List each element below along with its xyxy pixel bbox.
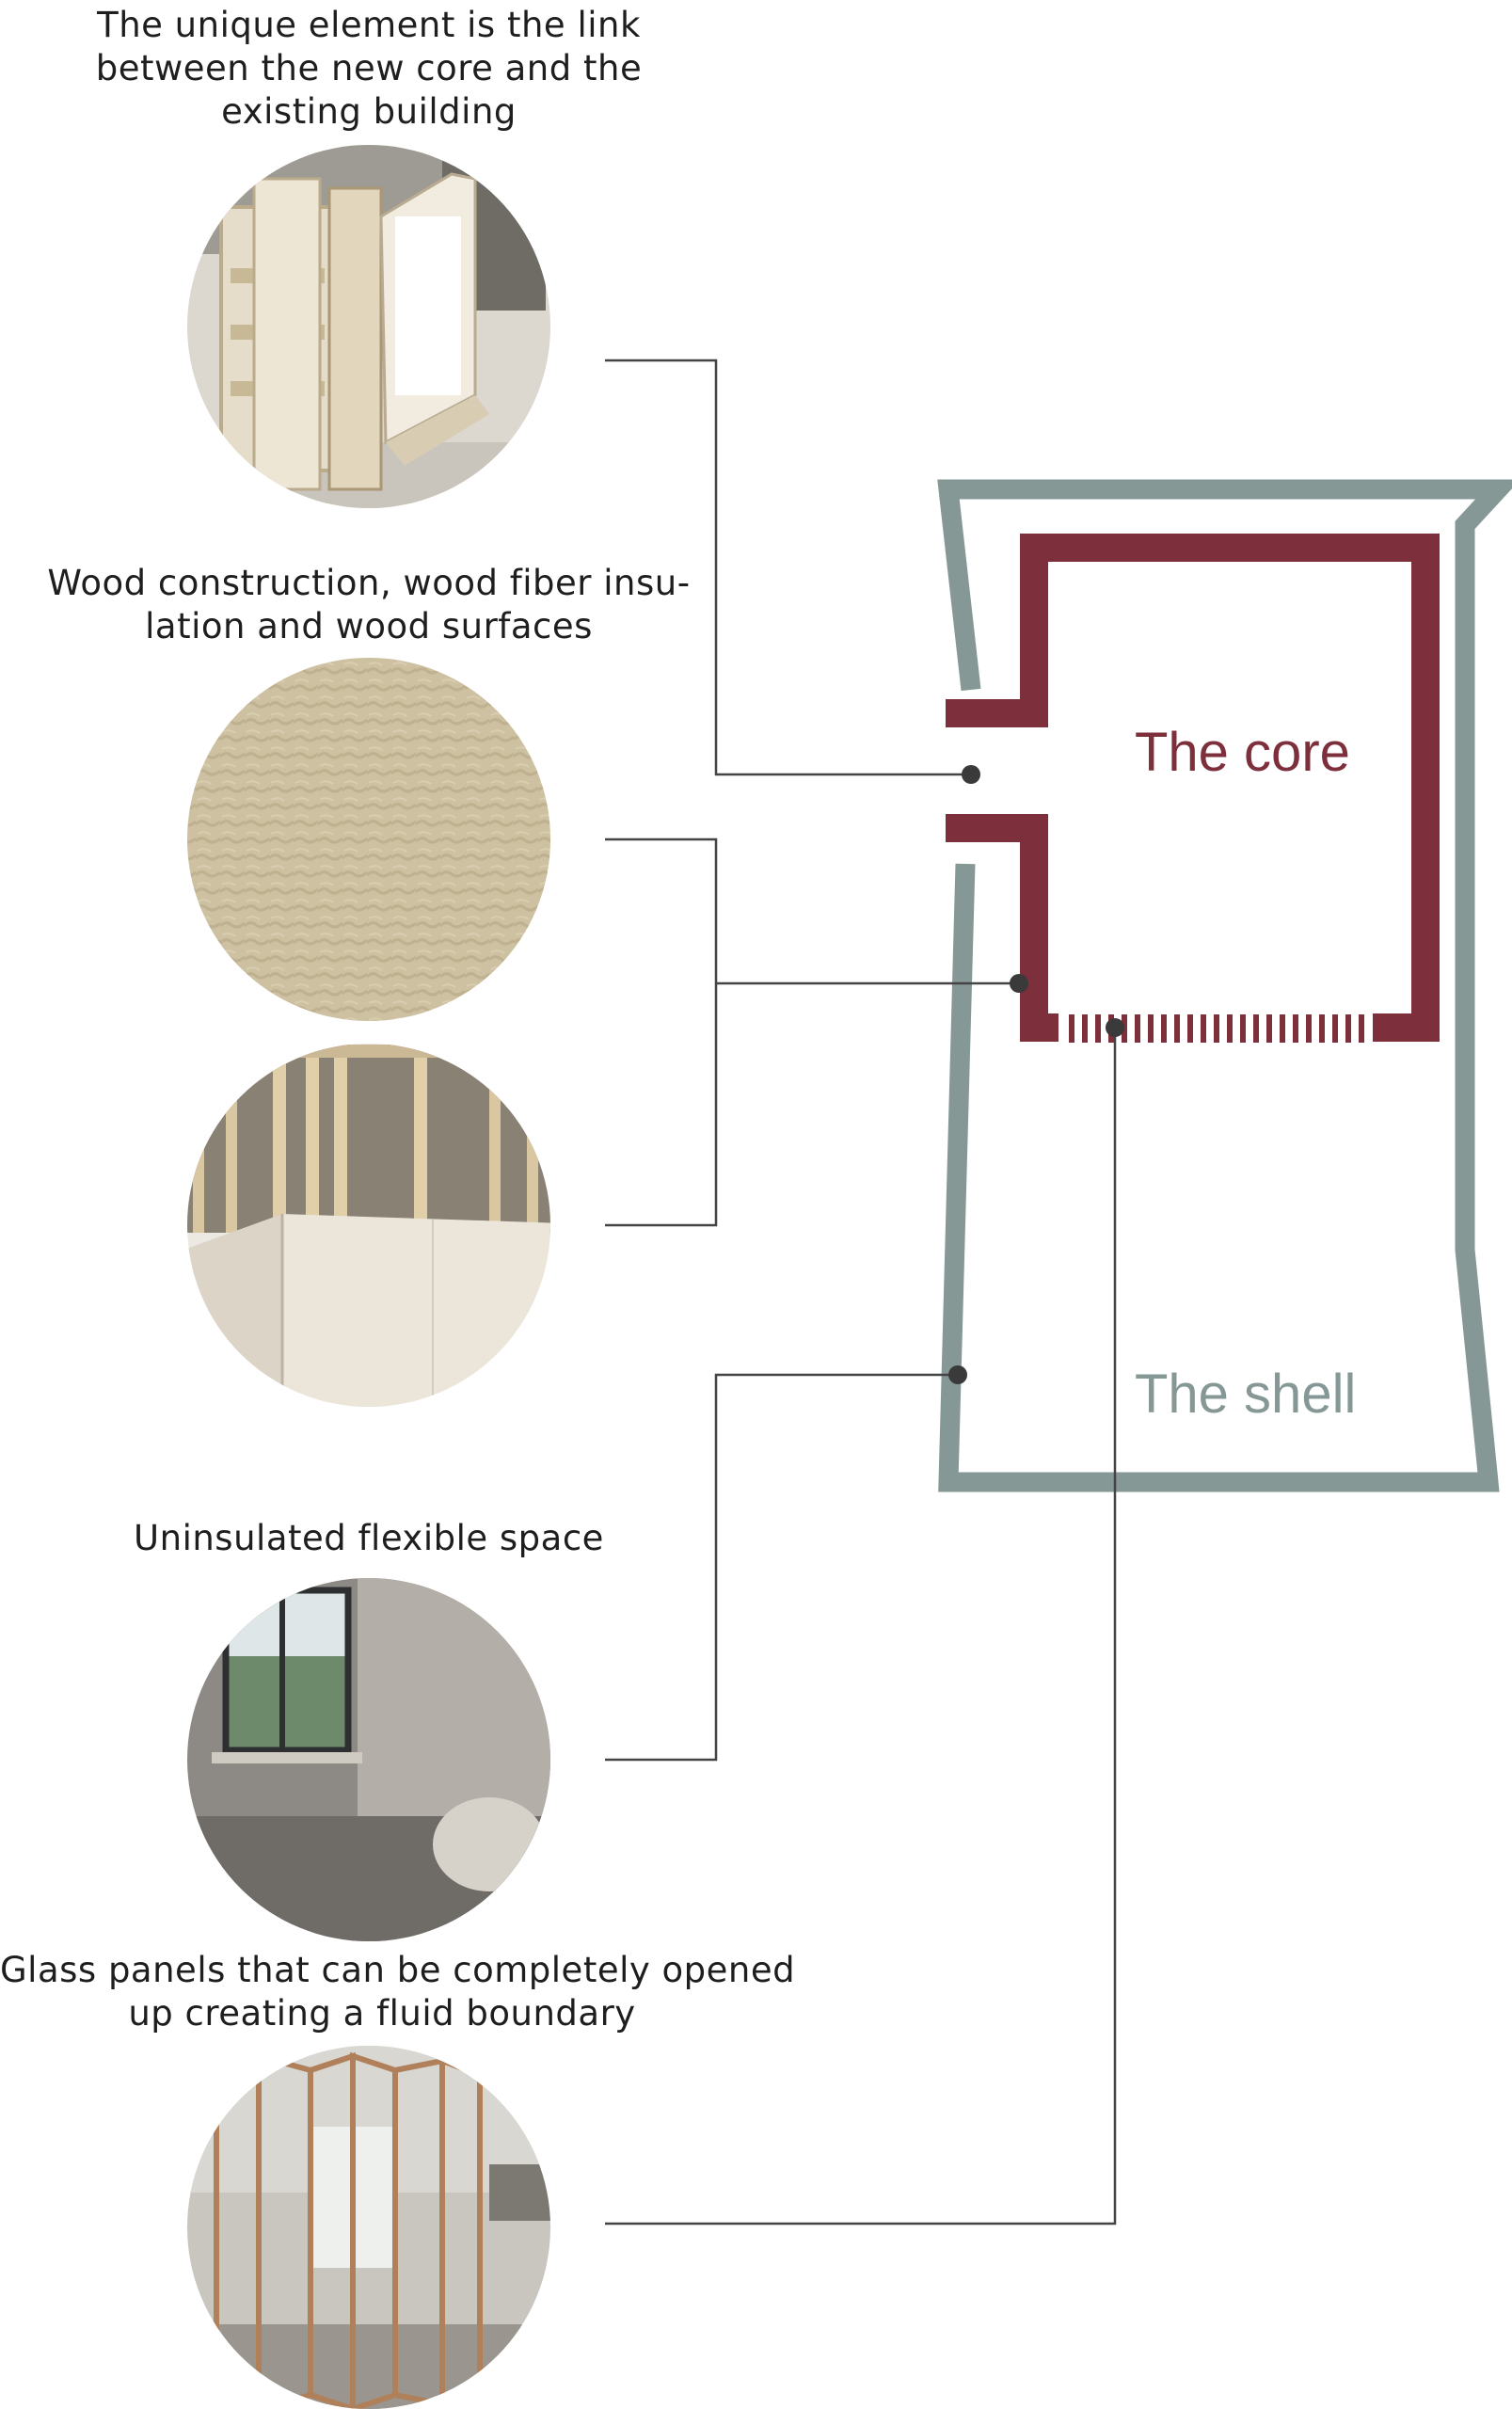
opening-stripe: [1293, 1014, 1298, 1043]
opening-stripe: [1135, 1014, 1140, 1043]
opening-stripe: [1332, 1014, 1338, 1043]
opening-stripe: [1148, 1014, 1154, 1043]
caption-link-line-1: The unique element is the link: [97, 5, 641, 45]
wood-construction-photo: [187, 1044, 550, 1407]
dot-wood: [1010, 974, 1028, 993]
shell-outline: [937, 479, 1512, 1492]
opening-stripe: [1345, 1014, 1351, 1043]
dot-glass: [1106, 1018, 1124, 1037]
leader-glass: [605, 1028, 1117, 2226]
opening-stripe: [1319, 1014, 1325, 1043]
core-label: The core: [1135, 722, 1350, 783]
caption-flexible-line-1: Uninsulated flexible space: [134, 1518, 604, 1558]
shell-label: The shell: [1135, 1364, 1357, 1425]
opening-stripe: [1122, 1014, 1127, 1043]
opening-stripe: [1240, 1014, 1246, 1043]
caption-link-line-3: existing building: [221, 91, 517, 132]
caption-link: The unique element is the link between t…: [87, 4, 651, 134]
leader-dots: [948, 765, 1124, 1384]
opening-stripe: [1082, 1014, 1088, 1043]
caption-glass-line-1: Glass panels that can be completely open…: [0, 1950, 796, 1990]
opening-stripe: [1187, 1014, 1193, 1043]
opening-stripe: [1227, 1014, 1233, 1043]
opening-stripe: [1069, 1014, 1074, 1043]
opening-stripe: [1201, 1014, 1206, 1043]
opening-stripe: [1359, 1014, 1364, 1043]
caption-flexible: Uninsulated flexible space: [87, 1517, 651, 1560]
opening-stripe: [1161, 1014, 1167, 1043]
link-model-photo: [187, 145, 550, 508]
core-outline: [946, 534, 1440, 1042]
caption-glass: Glass panels that can be completely open…: [0, 1949, 796, 2035]
caption-wood-line-1: Wood construction, wood fiber insu-: [47, 563, 691, 603]
opening-stripe: [1280, 1014, 1285, 1043]
opening-stripe: [1306, 1014, 1312, 1043]
opening-stripe: [1214, 1014, 1219, 1043]
opening-stripe: [1266, 1014, 1272, 1043]
caption-wood: Wood construction, wood fiber insu- lati…: [40, 562, 698, 648]
opening-stripe: [1095, 1014, 1101, 1043]
leader-flexible: [605, 1373, 958, 1762]
caption-glass-line-2: up creating a fluid boundary: [128, 1993, 636, 2034]
dot-shell: [948, 1365, 967, 1384]
opening-stripe: [1174, 1014, 1180, 1043]
caption-wood-line-2: lation and wood surfaces: [145, 606, 593, 646]
glass-panels-photo: [187, 2046, 550, 2409]
dot-link: [962, 765, 980, 784]
leader-wood-top: [605, 838, 718, 1227]
wood-fiber-insulation-photo: [187, 658, 550, 1021]
leader-lines: [605, 359, 1117, 2226]
flexible-space-photo: [187, 1578, 550, 1941]
caption-link-line-2: between the new core and the: [95, 48, 643, 88]
opening-stripe: [1253, 1014, 1259, 1043]
core-opening-stripes: [1069, 1014, 1364, 1043]
leader-link: [605, 359, 971, 776]
